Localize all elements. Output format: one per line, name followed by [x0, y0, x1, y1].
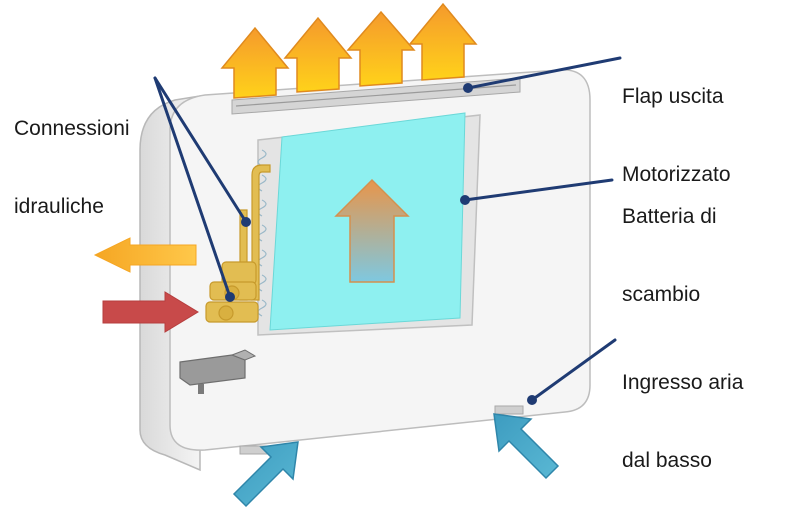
- outlet-arrows: [220, 2, 478, 99]
- label-ingresso-aria: Ingresso aria dal basso: [622, 318, 743, 518]
- label-line: Ingresso aria: [622, 371, 744, 394]
- arrow-diagonal-up-icon: [493, 413, 560, 480]
- label-flap-uscita: Flap uscita Motorizzato: [622, 32, 731, 240]
- arrow-diagonal-up-icon: [232, 441, 299, 508]
- label-line: scambio: [622, 283, 701, 306]
- coil-airflow-arrow: [334, 178, 410, 283]
- arrow-left-icon: [93, 237, 197, 273]
- hydraulic-pipes: [205, 164, 271, 323]
- housing-foot-right: [494, 405, 524, 415]
- label-line: Connessioni: [14, 117, 130, 140]
- label-line: idrauliche: [14, 195, 104, 218]
- arrow-up-icon: [346, 10, 416, 87]
- leader-dots: [225, 83, 537, 405]
- label-batteria-scambio: Batteria di scambio: [622, 152, 717, 360]
- arrow-right-icon: [102, 291, 199, 333]
- control-box: [179, 349, 257, 394]
- leader-lines: [153, 56, 622, 402]
- label-connessioni-idrauliche: Connessioni idrauliche: [14, 64, 130, 272]
- label-line: Batteria di: [622, 205, 717, 228]
- label-line: dal basso: [622, 449, 712, 472]
- arrow-up-icon: [220, 26, 290, 99]
- label-line: Flap uscita: [622, 85, 724, 108]
- arrow-up-icon: [408, 2, 478, 81]
- label-line: Motorizzato: [622, 163, 731, 186]
- arrow-up-icon: [283, 16, 353, 93]
